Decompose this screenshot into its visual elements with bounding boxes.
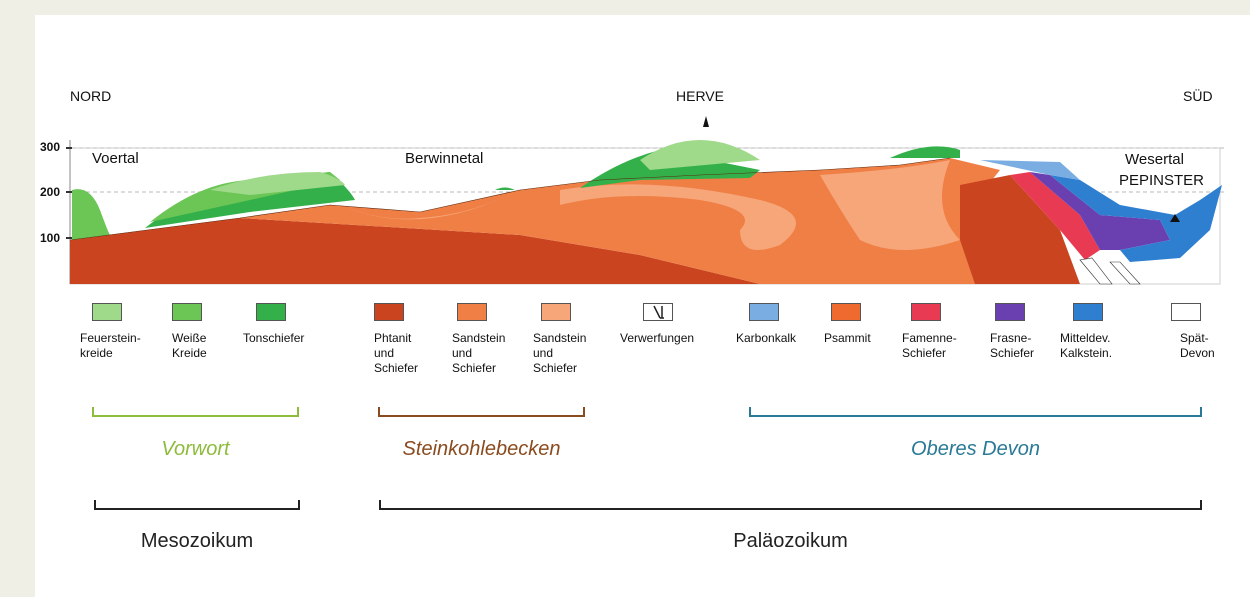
legend-swatch — [92, 303, 122, 321]
layer-sandstein-2b — [560, 184, 796, 250]
legend-swatch — [995, 303, 1025, 321]
layer-frasne — [1030, 172, 1170, 250]
group-label-steinkohlebecken: Steinkohlebecken — [402, 438, 561, 460]
geologic-cross-section — [66, 116, 1225, 285]
layer-kreide-5 — [495, 187, 515, 190]
legend-swatch — [1073, 303, 1103, 321]
legend-label: Sandstein und Schiefer — [452, 331, 506, 375]
group-label-vorwort: Vorwort — [161, 438, 230, 460]
layer-mitteldev — [1050, 175, 1222, 262]
place-wesertal: Wesertal — [1125, 151, 1184, 168]
legend-swatch — [256, 303, 286, 321]
summit-marker — [703, 116, 709, 127]
legend-label: Tonschiefer — [243, 331, 305, 345]
legend-label: Psammit — [824, 331, 871, 345]
background-panel — [35, 15, 1250, 597]
place-voertal: Voertal — [92, 150, 139, 167]
legend-swatch — [749, 303, 779, 321]
legend-item-famenne: Famenne- Schiefer — [902, 303, 957, 361]
layer-kreide-4 — [890, 146, 960, 158]
era-label-palaeozoikum: Paläozoikum — [733, 530, 848, 552]
legend-item-sandstein-2: Sandstein und Schiefer — [533, 303, 586, 376]
y-tick-300: 300 — [40, 140, 61, 154]
legend-item-karbonkalk: Karbonkalk — [736, 303, 796, 346]
legend-swatch — [457, 303, 487, 321]
place-pepinster: PEPINSTER — [1119, 172, 1205, 189]
y-tick-100: 100 — [40, 231, 61, 245]
layer-karbonkalk-right — [980, 160, 1080, 180]
era-label-mesozoikum: Mesozoikum — [140, 530, 254, 552]
layer-sandstein-1 — [240, 158, 1000, 284]
legend-label: Verwerfungen — [620, 331, 695, 345]
legend-item-weisse-kreide: Weiße Kreide — [172, 303, 207, 361]
legend-label: Feuerstein- kreide — [80, 331, 141, 360]
layer-feuerstein-2 — [640, 140, 760, 170]
legend-label: Spät- Devon — [1180, 331, 1215, 360]
legend-item-psammit: Psammit — [824, 303, 871, 346]
legend-swatch — [831, 303, 861, 321]
direction-south: SÜD — [1183, 88, 1213, 104]
bracket-vorwort — [92, 407, 299, 417]
layer-famenne — [1010, 172, 1100, 260]
fault-symbol-icon — [653, 305, 664, 319]
legend-swatch — [1171, 303, 1201, 321]
layer-sandstein-2c — [820, 160, 960, 250]
legend-item-phtanit: Phtanit und Schiefer — [374, 303, 418, 376]
group-label-oberes-devon: Oberes Devon — [911, 438, 1040, 460]
bracket-mesozoikum — [94, 500, 300, 510]
legend-item-mitteldev: Mitteldev. Kalkstein. — [1060, 303, 1112, 361]
legend-label: Phtanit und Schiefer — [374, 331, 419, 375]
bracket-steinkohlebecken — [378, 407, 585, 417]
direction-north: NORD — [70, 88, 112, 104]
legend-item-verwerfungen: Verwerfungen — [620, 303, 694, 346]
legend-swatch — [541, 303, 571, 321]
legend-label: Frasne- Schiefer — [990, 331, 1035, 360]
legend-label: Weiße Kreide — [172, 331, 207, 360]
legend-label: Famenne- Schiefer — [902, 331, 957, 360]
layer-kreide-left — [72, 189, 110, 240]
legend-swatch — [643, 303, 673, 321]
legend-label: Sandstein und Schiefer — [533, 331, 587, 375]
layer-phtanit — [70, 218, 760, 284]
layer-phtanit-right — [960, 175, 1080, 284]
legend-swatch — [172, 303, 202, 321]
fault-lines — [1079, 257, 1141, 285]
bracket-oberes-devon — [749, 407, 1202, 417]
y-tick-200: 200 — [40, 185, 61, 199]
legend-label: Karbonkalk — [736, 331, 797, 345]
layer-feuerstein-1 — [210, 172, 345, 195]
legend-item-frasne: Frasne- Schiefer — [990, 303, 1034, 361]
pepinster-marker — [1170, 214, 1180, 222]
summit-label: HERVE — [676, 88, 724, 104]
legend-swatch — [374, 303, 404, 321]
legend-item-spaetdevon: Spät- Devon — [1171, 303, 1215, 361]
legend-label: Mitteldev. Kalkstein. — [1060, 331, 1113, 360]
place-berwinnetal: Berwinnetal — [405, 150, 484, 167]
legend-item-tonschiefer: Tonschiefer — [243, 303, 304, 346]
legend-swatch — [911, 303, 941, 321]
legend-item-sandstein-1: Sandstein und Schiefer — [452, 303, 505, 376]
legend-item-feuersteinkreide: Feuerstein- kreide — [80, 303, 141, 361]
bracket-palaeozoikum — [379, 500, 1202, 510]
